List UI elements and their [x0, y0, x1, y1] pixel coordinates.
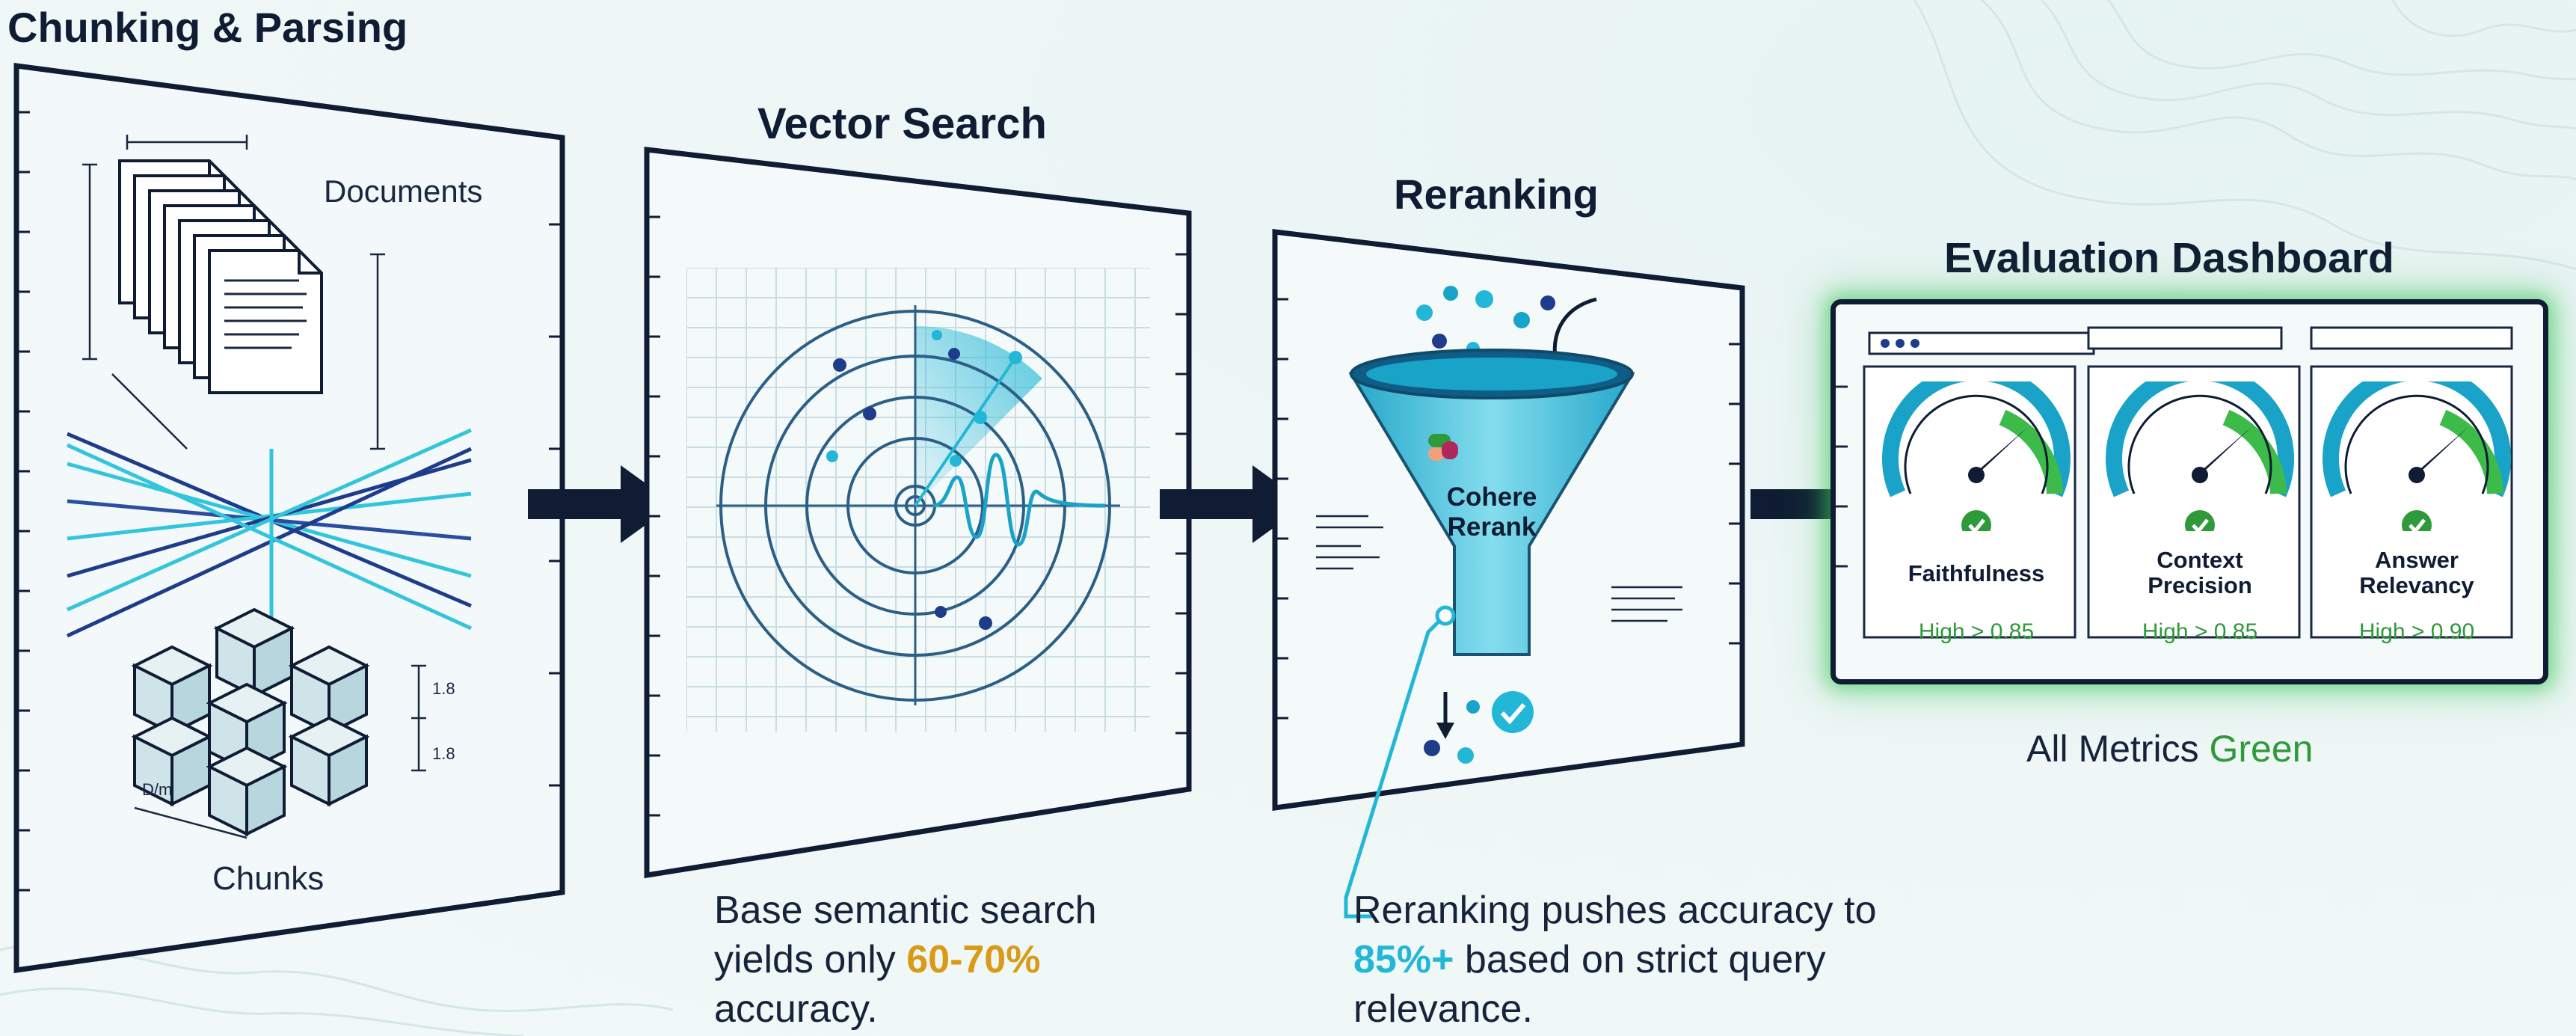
contour-background [1913, 0, 2576, 271]
cube-chunks-icon [133, 608, 426, 839]
gauge-value: High > 0.85 [1918, 619, 2035, 644]
vector-search-caption: Base semantic search yields only 60-70% … [714, 886, 1178, 1034]
chunks-label: Chunks [212, 860, 325, 897]
gauge-title: Faithfulness [1908, 560, 2045, 586]
gauge-icon [2323, 381, 2511, 531]
radar-icon [686, 268, 1150, 732]
vector-search-caption-text: Base semantic search yields only [714, 889, 1097, 981]
gauge-title: Context Precision [2148, 547, 2252, 598]
reranking-caption: Reranking pushes accuracy to 85%+ based … [1353, 886, 1877, 1034]
chunk-dim-label-2: 1.8 [432, 744, 455, 763]
funnel-label-line1: Cohere [1446, 482, 1537, 512]
dashboard-chrome [1868, 331, 2095, 355]
reranking-accuracy-value: 85%+ [1353, 938, 1454, 981]
chunking-title: Chunking & Parsing [7, 4, 408, 51]
evaluation-title: Evaluation Dashboard [1944, 234, 2394, 282]
metrics-summary: All Metrics Green [2026, 727, 2313, 770]
gauge-value: High > 0.90 [2358, 619, 2475, 644]
callout-connector [1344, 605, 1456, 919]
vector-search-title: Vector Search [757, 99, 1047, 148]
chunk-dim-label-1: 1.8 [432, 679, 455, 698]
gauge-icon [1882, 381, 2071, 531]
metrics-summary-status: Green [2209, 728, 2314, 770]
reranking-caption-end: based on strict query relevance. [1353, 938, 1826, 1031]
parsing-lines [66, 428, 473, 640]
vector-search-panel [644, 147, 1192, 879]
funnel-label: Cohere Rerank [1417, 482, 1567, 542]
chunk-dim-label-3: D/m [142, 780, 173, 799]
gauge-icon [2106, 381, 2294, 531]
document-stack-icon [118, 159, 323, 394]
gauge-title: Answer Relevancy [2359, 547, 2474, 598]
reranking-title: Reranking [1394, 171, 1599, 218]
funnel-icon [1348, 286, 1635, 764]
vector-search-accuracy-value: 60-70% [906, 938, 1041, 981]
metrics-summary-text: All Metrics [2026, 728, 2210, 770]
funnel-label-line2: Rerank [1447, 512, 1537, 542]
gauge-value: High > 0.85 [2142, 619, 2258, 644]
reranking-caption-text: Reranking pushes accuracy to [1353, 889, 1877, 932]
vector-search-caption-end: accuracy. [714, 987, 878, 1031]
documents-label: Documents [324, 174, 483, 209]
